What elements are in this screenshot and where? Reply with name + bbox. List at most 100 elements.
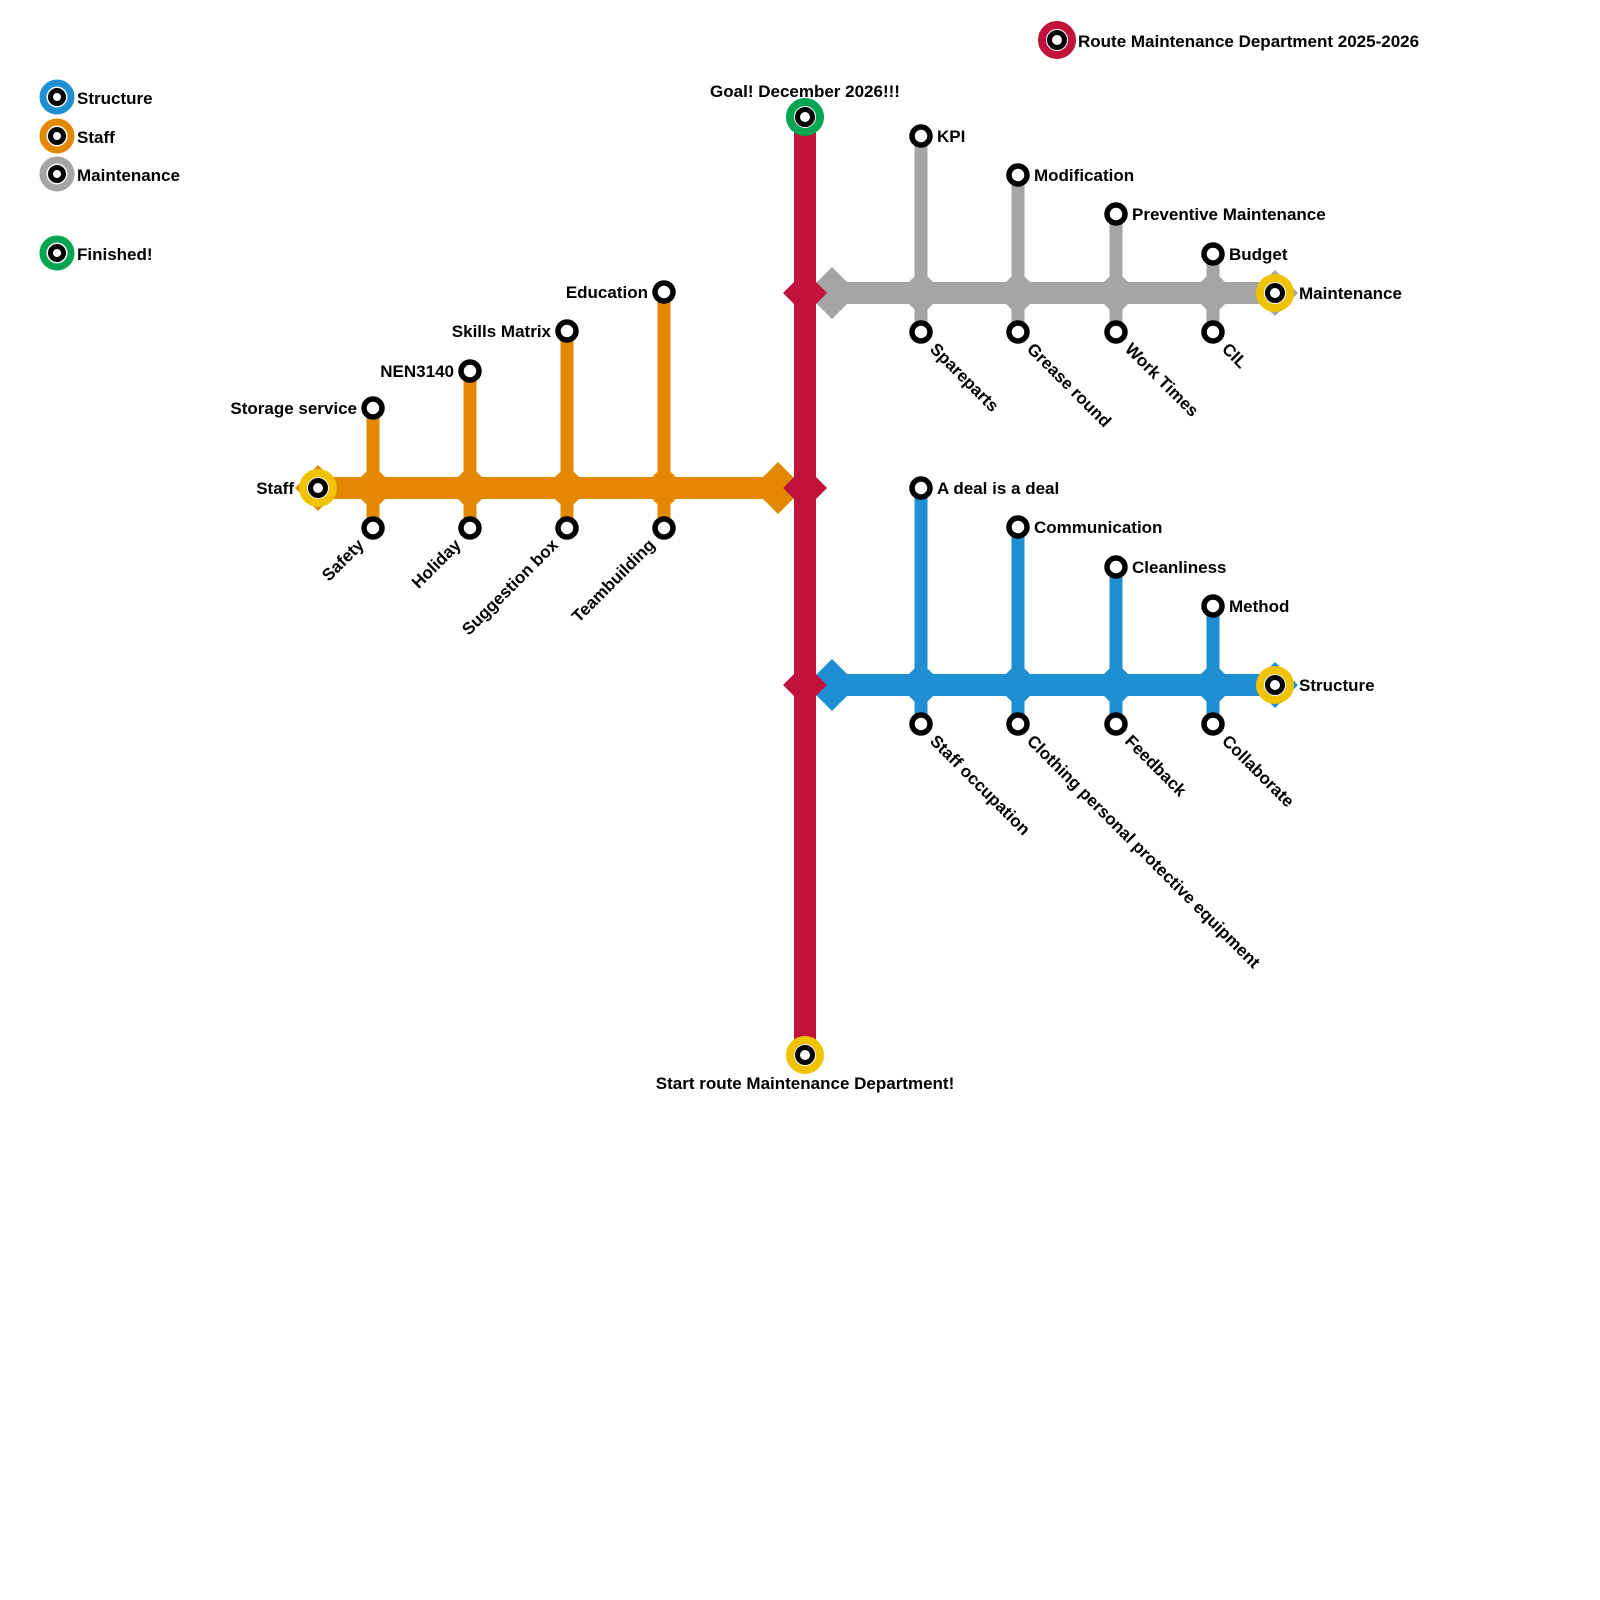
station-marker (652, 280, 676, 304)
station-spur-up (914, 488, 928, 685)
station-label: Clothing personal protective equipment (1023, 731, 1264, 972)
station-label: NEN3140 (380, 362, 454, 381)
legend-finished-label: Finished! (77, 245, 153, 264)
title-ring (1038, 21, 1076, 59)
line-junction-arrow (806, 659, 858, 711)
station-label: Suggestion box (458, 535, 562, 639)
legend-item-finished: Finished! (39, 235, 153, 271)
main-line-junction (783, 466, 827, 510)
station-spur-up (366, 408, 380, 488)
line-junction-arrow (806, 267, 858, 319)
station-label: Staff occupation (926, 731, 1034, 839)
goal-ring (786, 98, 824, 136)
station-marker (361, 396, 385, 420)
station-marker (1104, 712, 1128, 736)
legend-structure-label: Structure (77, 89, 153, 108)
terminus-label: Structure (1299, 676, 1375, 695)
line-segment (832, 282, 1275, 304)
goal-label: Goal! December 2026!!! (710, 82, 900, 101)
station-spur-up (1011, 527, 1025, 685)
line-segment (832, 674, 1275, 696)
station-label: Grease round (1023, 339, 1115, 431)
station-label: A deal is a deal (937, 479, 1059, 498)
station-spur-up (914, 136, 928, 293)
station-marker (361, 516, 385, 540)
station-marker (1006, 515, 1030, 539)
legend-structure-ring (39, 79, 75, 115)
start-label: Start route Maintenance Department! (656, 1074, 955, 1093)
station-marker (1201, 242, 1225, 266)
start-station (786, 1036, 824, 1074)
station-marker (909, 320, 933, 344)
station-marker (1201, 320, 1225, 344)
station-label: Skills Matrix (452, 322, 552, 341)
station-label: Budget (1229, 245, 1288, 264)
terminus-staff-marker (308, 478, 328, 498)
station-marker (555, 516, 579, 540)
terminus-maintenance-marker (1265, 283, 1285, 303)
station-label: Storage service (230, 399, 357, 418)
start-marker (795, 1045, 815, 1065)
station-spur-up (1011, 175, 1025, 293)
legend-maintenance-marker (48, 165, 66, 183)
station-label: KPI (937, 127, 965, 146)
station-label: Holiday (408, 535, 465, 592)
legend-maintenance-label: Maintenance (77, 166, 180, 185)
station-marker (652, 516, 676, 540)
legend-staff-marker (48, 127, 66, 145)
station-spur-up (463, 371, 477, 488)
legend-staff-label: Staff (77, 128, 115, 147)
start-ring (786, 1036, 824, 1074)
station-marker (1006, 163, 1030, 187)
line-staff (295, 292, 804, 528)
station-marker (458, 359, 482, 383)
station-marker (1006, 320, 1030, 344)
terminus-structure-ring (1256, 666, 1294, 704)
line-junction-arrow (752, 462, 804, 514)
station-marker (555, 319, 579, 343)
main-line-segment (794, 117, 816, 1055)
station-label: CIL (1218, 339, 1251, 372)
station-marker (909, 124, 933, 148)
station-label: Preventive Maintenance (1132, 205, 1326, 224)
station-marker (1104, 202, 1128, 226)
goal-marker (795, 107, 815, 127)
legend: Structure Staff Maintenance Finished! (39, 79, 180, 271)
station-spur-up (1206, 606, 1220, 685)
station-marker (909, 712, 933, 736)
station-label: Collaborate (1218, 731, 1298, 811)
station-label: Education (566, 283, 648, 302)
terminus-staff-ring (299, 469, 337, 507)
goal-station (786, 98, 824, 136)
legend-maintenance-ring (39, 156, 75, 192)
main-line-junction (783, 663, 827, 707)
station-marker (1104, 320, 1128, 344)
legend-staff-ring (39, 118, 75, 154)
title-marker (1047, 30, 1067, 50)
station-marker (909, 476, 933, 500)
station-label: Method (1229, 597, 1289, 616)
legend-item-staff: Staff (39, 118, 115, 154)
station-spur-up (1109, 214, 1123, 293)
station-marker (458, 516, 482, 540)
map-title: Route Maintenance Department 2025-2026 (1038, 21, 1419, 59)
legend-structure-marker (48, 88, 66, 106)
station-label: Feedback (1121, 731, 1190, 800)
legend-item-maintenance: Maintenance (39, 156, 180, 192)
terminus-label: Staff (256, 479, 294, 498)
legend-item-structure: Structure (39, 79, 153, 115)
legend-finished-ring (39, 235, 75, 271)
station-marker (1201, 712, 1225, 736)
page-title: Route Maintenance Department 2025-2026 (1078, 32, 1419, 51)
station-label: Spareparts (926, 339, 1002, 415)
station-label: Safety (318, 535, 368, 585)
station-label: Cleanliness (1132, 558, 1227, 577)
station-label: Communication (1034, 518, 1162, 537)
station-marker (1006, 712, 1030, 736)
station-label: Work Times (1121, 339, 1202, 420)
